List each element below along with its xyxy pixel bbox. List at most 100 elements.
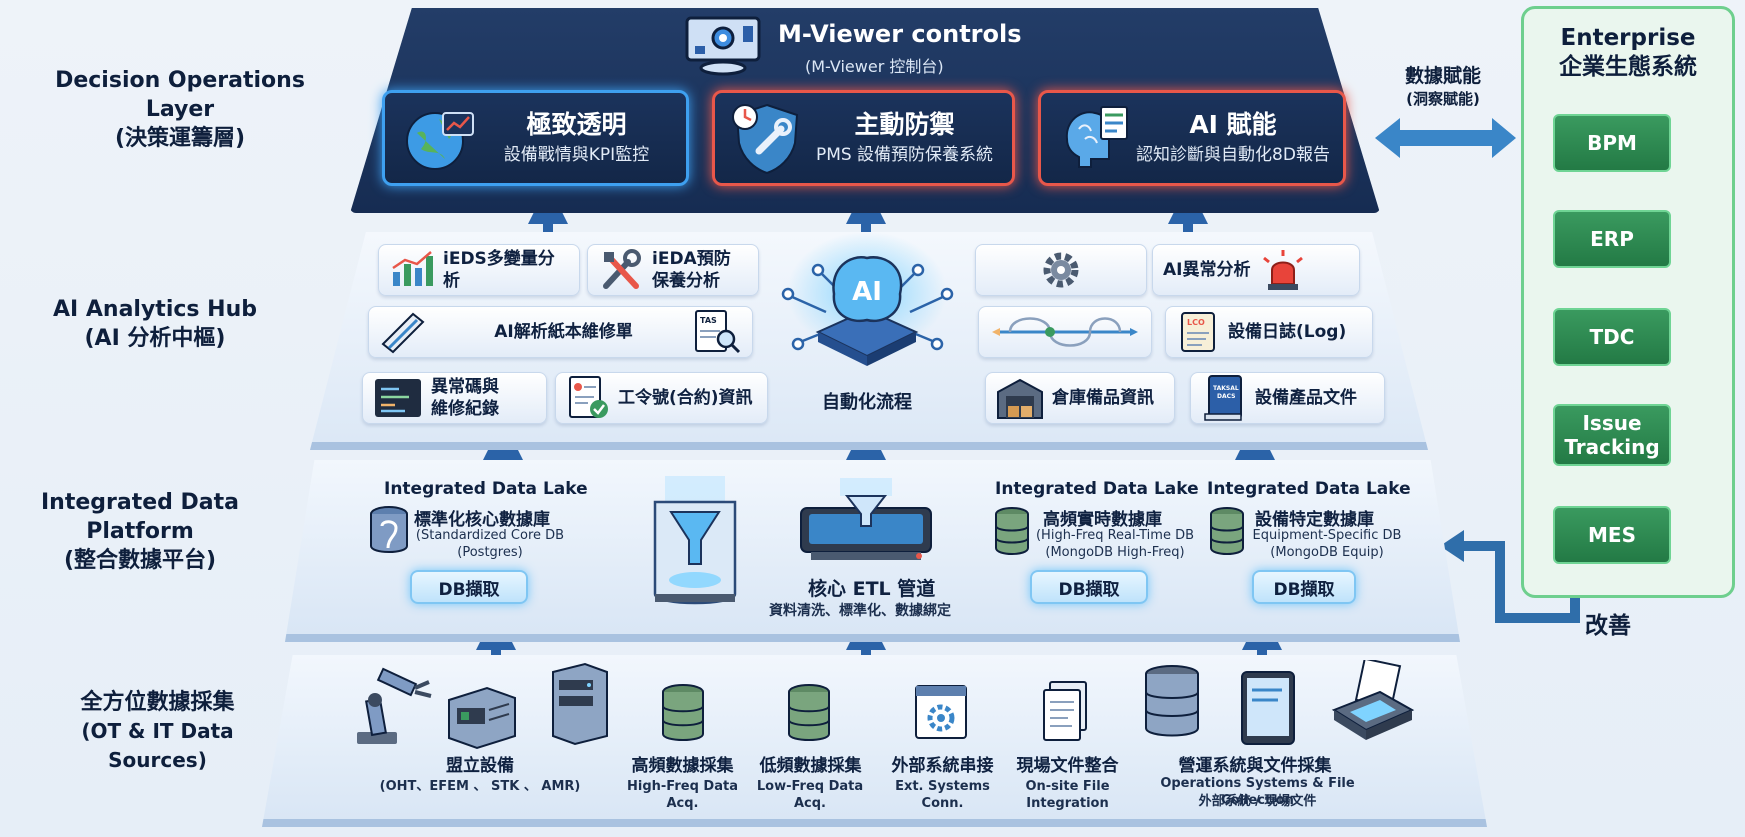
tablet-icon xyxy=(1241,671,1295,745)
postgres-db-icon xyxy=(370,506,408,553)
empower-label-line1: 數據賦能 xyxy=(1404,65,1481,87)
lake1-sub: (Standardized Core DB (Postgres) xyxy=(410,527,570,561)
log-icon-text: LCO xyxy=(1187,318,1205,327)
lake1-sub2: (Postgres) xyxy=(457,545,523,560)
empower-label: 數據賦能 (洞察賦能) xyxy=(1385,64,1501,109)
chip-warehouse-label: 倉庫備品資訊 xyxy=(1052,388,1154,408)
improve-arrow xyxy=(1460,541,1580,623)
funnel-filter-icon xyxy=(653,476,737,605)
lake2-sub2: (MongoDB High-Freq) xyxy=(1045,545,1185,560)
empower-label-line2: (洞察賦能) xyxy=(1406,90,1480,108)
layer-label-platform-zh: (整合數據平台) xyxy=(63,548,217,573)
decision-card-ai-desc: 認知診斷與自動化8D報告 xyxy=(1136,145,1330,165)
layer-label-platform: Integrated Data Platform (整合數據平台) xyxy=(40,488,240,575)
contract-check-icon xyxy=(569,376,608,418)
onsite-document-icon xyxy=(1043,681,1087,741)
enterprise-system-bpm[interactable]: BPM xyxy=(1553,114,1671,172)
db-ingest-pill-1[interactable]: DB擷取 xyxy=(410,570,528,604)
chip-equipment-log-label: 設備日誌(Log) xyxy=(1228,322,1347,342)
ai-core-icon[interactable]: AI xyxy=(770,232,965,382)
equipment-unit-icon xyxy=(448,686,516,750)
enterprise-title: Enterprise 企業生態系統 xyxy=(1521,24,1735,82)
chip-work-order[interactable]: 工令號(合約)資訊 xyxy=(555,372,768,424)
enterprise-panel xyxy=(1521,6,1735,598)
high-freq-db-icon xyxy=(662,684,704,741)
source-sub-ops-systems: Operations Systems & File Collection xyxy=(1160,776,1355,808)
layer-label-analytics-en: AI Analytics Hub xyxy=(53,297,257,322)
brain-report-icon xyxy=(1065,106,1128,168)
document-icon-text: TAS xyxy=(700,316,717,325)
etl-server-icon xyxy=(800,478,932,560)
ops-database-icon xyxy=(1145,665,1199,737)
layer-label-platform-en2: Platform xyxy=(86,519,194,544)
book-icon-text-line2: DACS xyxy=(1217,393,1235,400)
enterprise-system-tdc[interactable]: TDC xyxy=(1553,308,1671,366)
decision-card-ai-title: AI 賦能 xyxy=(1189,110,1277,139)
decision-card-ai[interactable]: AI 賦能 認知診斷與自動化8D報告 xyxy=(1038,90,1346,186)
enterprise-system-erp[interactable]: ERP xyxy=(1553,210,1671,268)
source-label-equipment: 盟立設備 xyxy=(446,756,514,776)
layer-label-decision: Decision Operations Layer (決策運籌層) xyxy=(30,66,330,153)
layer-label-sources-zh: 全方位數據採集 xyxy=(80,690,235,715)
decision-card-transparency-desc: 設備戰情與KPI監控 xyxy=(503,145,650,165)
robot-arm-icon xyxy=(357,667,432,744)
book-icon-text-line1: TAKSAL xyxy=(1213,385,1239,392)
source-sub2-ops-systems: 外部系統 / 現場文件 xyxy=(1198,794,1317,809)
manual-book-icon: TAKSAL DACS xyxy=(1204,375,1242,421)
improve-label: 改善 xyxy=(1585,613,1631,639)
layer-label-sources: 全方位數據採集 (OT & IT Data Sources) xyxy=(35,688,280,775)
source-sub-equipment: (OHT、EFEM 、 STK 、 AMR) xyxy=(379,779,581,794)
chip-warehouse[interactable]: 倉庫備品資訊 xyxy=(985,372,1175,424)
lake1-title: Integrated Data Lake xyxy=(384,479,588,499)
source-sub-low-freq: Low-Freq Data Acq. xyxy=(756,779,864,811)
lake2-sub1: (High-Freq Real-Time DB xyxy=(1035,528,1194,543)
chip-error-code[interactable]: 異常碼與維修紀錄 xyxy=(362,372,547,424)
enterprise-title-en: Enterprise xyxy=(1560,25,1696,51)
low-freq-db-icon xyxy=(788,684,830,741)
chip-error-code-line2: 維修紀錄 xyxy=(431,399,499,419)
chip-process-loop[interactable] xyxy=(978,306,1152,358)
chip-product-docs[interactable]: TAKSAL DACS 設備產品文件 xyxy=(1190,372,1385,424)
chip-ai-anomaly[interactable]: AI異常分析 xyxy=(1152,244,1360,296)
chip-ieds[interactable]: iEDS多變量分析 xyxy=(378,244,580,296)
layer-label-decision-en: Decision Operations Layer xyxy=(55,68,305,122)
decision-card-transparency[interactable]: 極致透明 設備戰情與KPI監控 xyxy=(382,90,689,186)
lake2-name: 高頻實時數據庫 xyxy=(1043,510,1162,530)
chip-equipment-log[interactable]: LCO 設備日誌(Log) xyxy=(1165,306,1373,358)
source-label-high-freq: 高頻數據採集 xyxy=(631,756,734,776)
etl-title: 核心 ETL 管道 xyxy=(808,578,936,600)
decision-card-defense-desc: PMS 設備預防保養系統 xyxy=(815,145,994,165)
lake1-sub1: (Standardized Core DB xyxy=(415,528,565,543)
enterprise-system-mes[interactable]: MES xyxy=(1553,506,1671,564)
chip-ieda-line2: 保養分析 xyxy=(652,271,720,291)
chip-ai-parse-label: AI解析紙本維修單 xyxy=(494,322,633,342)
chip-ai-parse[interactable]: AI解析紙本維修單 TAS xyxy=(368,306,753,358)
chip-gear-flow[interactable] xyxy=(975,244,1147,296)
chip-product-docs-label: 設備產品文件 xyxy=(1255,388,1357,408)
db-ingest-pill-3[interactable]: DB擷取 xyxy=(1252,570,1356,604)
alarm-light-icon xyxy=(1263,250,1304,290)
decision-card-defense[interactable]: 主動防禦 PMS 設備預防保養系統 xyxy=(712,90,1015,186)
system-gear-icon xyxy=(915,685,967,739)
source-label-low-freq: 低頻數據採集 xyxy=(759,756,862,776)
lake1-name: 標準化核心數據庫 xyxy=(414,510,550,530)
empower-arrow xyxy=(1375,118,1516,158)
lake3-sub: Equipment-Specific DB (MongoDB Equip) xyxy=(1242,527,1412,561)
lake3-sub1: Equipment-Specific DB xyxy=(1252,528,1402,543)
decision-subtitle: (M-Viewer 控制台) xyxy=(805,57,944,76)
chip-ieda[interactable]: iEDA預防保養分析 xyxy=(587,244,759,296)
globe-chart-icon xyxy=(406,112,474,170)
lake2-sub: (High-Freq Real-Time DB (MongoDB High-Fr… xyxy=(1030,527,1200,561)
layer-label-platform-en1: Integrated Data xyxy=(40,490,240,515)
decision-title: M-Viewer controls xyxy=(778,20,1022,48)
lake2-title: Integrated Data Lake xyxy=(995,479,1199,499)
db-ingest-pill-2[interactable]: DB擷取 xyxy=(1030,570,1148,604)
ai-badge-text: AI xyxy=(852,277,882,307)
etl-subtitle: 資料清洗、標準化、數據綁定 xyxy=(769,603,951,619)
warehouse-icon xyxy=(997,378,1043,419)
enterprise-system-issue-tracking[interactable]: Issue Tracking xyxy=(1553,404,1671,466)
code-window-icon xyxy=(375,379,421,417)
layer-label-sources-en: (OT & IT Data Sources) xyxy=(81,719,234,772)
document-search-icon: TAS xyxy=(694,310,741,354)
scanner-icon xyxy=(381,312,425,354)
